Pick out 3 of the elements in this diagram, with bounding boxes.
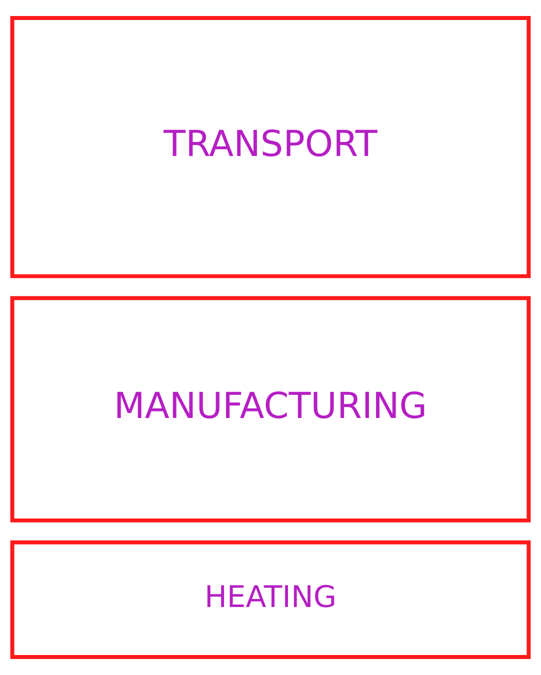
node-box: MANUFACTURING bbox=[10, 296, 531, 522]
node-box: HEATING bbox=[10, 540, 531, 659]
node-box: TRANSPORT bbox=[10, 16, 531, 278]
